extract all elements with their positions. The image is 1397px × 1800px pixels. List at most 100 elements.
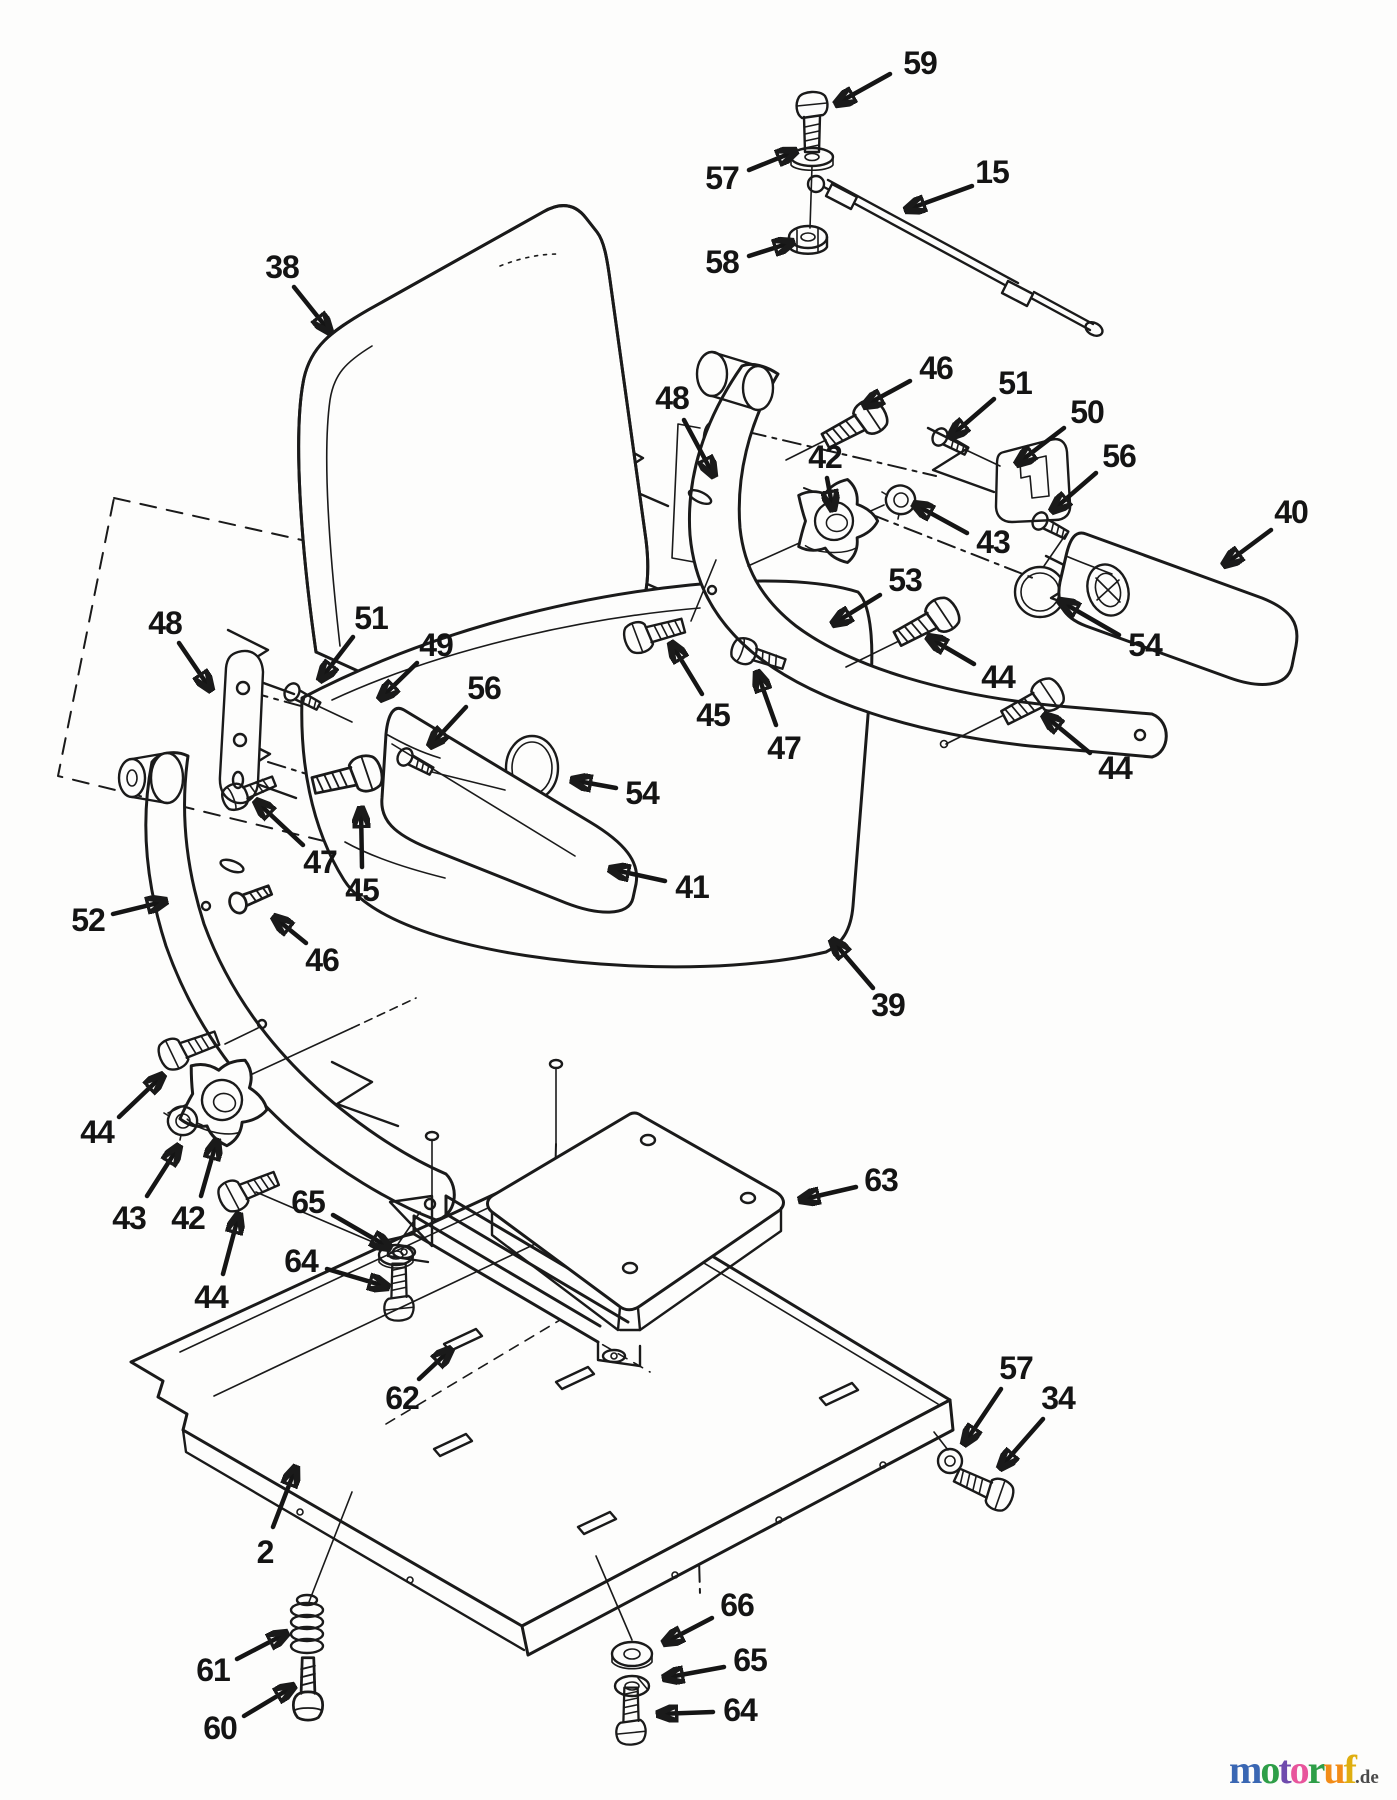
- watermark-letter: o: [1289, 1747, 1310, 1792]
- callout-arrow-15: [906, 183, 975, 210]
- bracket-left: [117, 751, 456, 1222]
- part-label-48: 48: [655, 380, 690, 416]
- part-label-49: 49: [419, 627, 454, 663]
- callout-arrow-44: [220, 1214, 239, 1277]
- part-label-66: 66: [720, 1587, 755, 1623]
- callout-arrow-47: [757, 672, 779, 728]
- part-label-40: 40: [1274, 494, 1309, 530]
- part-label-47: 47: [767, 730, 802, 766]
- part-label-45: 45: [345, 872, 380, 908]
- callout-arrow-48: [681, 417, 714, 476]
- part-label-44: 44: [80, 1114, 115, 1150]
- callout-arrow-45: [361, 808, 362, 870]
- callout-arrow-51: [950, 396, 997, 437]
- part-label-57: 57: [999, 1350, 1034, 1386]
- part-label-61: 61: [196, 1652, 231, 1688]
- part-label-63: 63: [864, 1162, 899, 1198]
- callout-arrow-44: [116, 1075, 163, 1120]
- seat-pan: [129, 1162, 1019, 1746]
- callout-arrow-44: [928, 637, 977, 667]
- callout-arrow-52: [110, 901, 166, 917]
- callout-arrows: [110, 71, 1274, 1719]
- callout-arrow-40: [1224, 527, 1274, 565]
- part-label-47: 47: [303, 844, 338, 880]
- callout-arrow-43: [144, 1146, 179, 1199]
- part-label-65: 65: [291, 1184, 326, 1220]
- callout-arrow-45: [671, 643, 705, 697]
- armrest-left: [380, 706, 639, 914]
- callout-arrow-59: [836, 71, 893, 104]
- part-label-51: 51: [354, 600, 389, 636]
- watermark-letter: u: [1323, 1747, 1345, 1792]
- watermark-letter: r: [1307, 1747, 1326, 1792]
- part-label-15: 15: [975, 154, 1010, 190]
- callout-arrow-64: [658, 1712, 716, 1714]
- part-label-64: 64: [284, 1243, 319, 1279]
- callout-arrow-54: [1060, 601, 1122, 638]
- callout-arrow-57: [746, 151, 796, 173]
- part-label-39: 39: [871, 987, 906, 1023]
- part-label-45: 45: [696, 697, 731, 733]
- part-label-42: 42: [808, 439, 843, 475]
- top-linkage: [787, 90, 1104, 337]
- part-label-54: 54: [625, 775, 660, 811]
- part-label-58: 58: [705, 244, 740, 280]
- part-label-52: 52: [71, 902, 106, 938]
- callout-arrow-57: [964, 1386, 1004, 1444]
- part-label-57: 57: [705, 160, 740, 196]
- callout-arrow-41: [610, 869, 668, 884]
- callout-arrow-58: [746, 242, 793, 259]
- callout-arrow-62: [416, 1349, 451, 1382]
- callout-arrow-61: [234, 1633, 287, 1662]
- callout-arrow-51: [320, 634, 356, 680]
- callout-arrow-49: [380, 660, 420, 699]
- seat-back: [297, 204, 650, 692]
- callout-arrow-42: [827, 475, 833, 510]
- callout-arrow-50: [1017, 425, 1067, 464]
- part-label-43: 43: [976, 524, 1011, 560]
- armrest-right: [1013, 531, 1299, 686]
- part-label-48: 48: [148, 605, 183, 641]
- part-label-44: 44: [981, 659, 1016, 695]
- part-label-44: 44: [194, 1279, 229, 1315]
- callout-arrow-34: [1000, 1416, 1046, 1468]
- callout-arrow-65: [664, 1664, 727, 1678]
- callout-arrow-56: [1052, 470, 1099, 511]
- part-label-62: 62: [385, 1380, 420, 1416]
- callout-arrow-46: [274, 917, 309, 946]
- watermark-letter: f: [1343, 1747, 1357, 1792]
- callout-arrow-38: [291, 284, 330, 332]
- callout-arrow-60: [241, 1686, 294, 1719]
- suspension-assembly: [377, 1058, 785, 1368]
- part-label-56: 56: [467, 670, 502, 706]
- callout-arrow-64: [324, 1266, 388, 1287]
- part-label-64: 64: [723, 1692, 758, 1728]
- part-label-46: 46: [919, 350, 954, 386]
- callout-arrow-48: [176, 640, 211, 690]
- part-label-54: 54: [1128, 627, 1163, 663]
- part-label-42: 42: [171, 1200, 206, 1236]
- part-label-59: 59: [903, 45, 938, 81]
- part-label-41: 41: [675, 869, 710, 905]
- callout-arrow-44: [1044, 715, 1093, 756]
- part-label-44: 44: [1098, 750, 1133, 786]
- callout-arrow-53: [833, 592, 883, 624]
- callout-arrow-54: [572, 780, 619, 788]
- callout-arrow-63: [800, 1184, 859, 1200]
- callout-arrow-56: [430, 704, 469, 746]
- part-label-38: 38: [265, 249, 300, 285]
- watermark-suffix: .de: [1355, 1767, 1379, 1788]
- part-label-53: 53: [888, 562, 923, 598]
- watermark-letter: o: [1260, 1747, 1280, 1792]
- callout-arrow-46: [864, 378, 913, 406]
- callout-arrow-66: [664, 1615, 715, 1643]
- callout-arrow-43: [914, 504, 970, 536]
- callout-arrow-39: [832, 940, 876, 991]
- part-label-65: 65: [733, 1642, 768, 1678]
- part-label-46: 46: [305, 942, 340, 978]
- callout-arrow-42: [198, 1140, 217, 1199]
- callout-arrow-47: [256, 801, 306, 848]
- watermark-brand: motoruf: [1229, 1747, 1357, 1792]
- watermark: motoruf.de: [1229, 1750, 1379, 1790]
